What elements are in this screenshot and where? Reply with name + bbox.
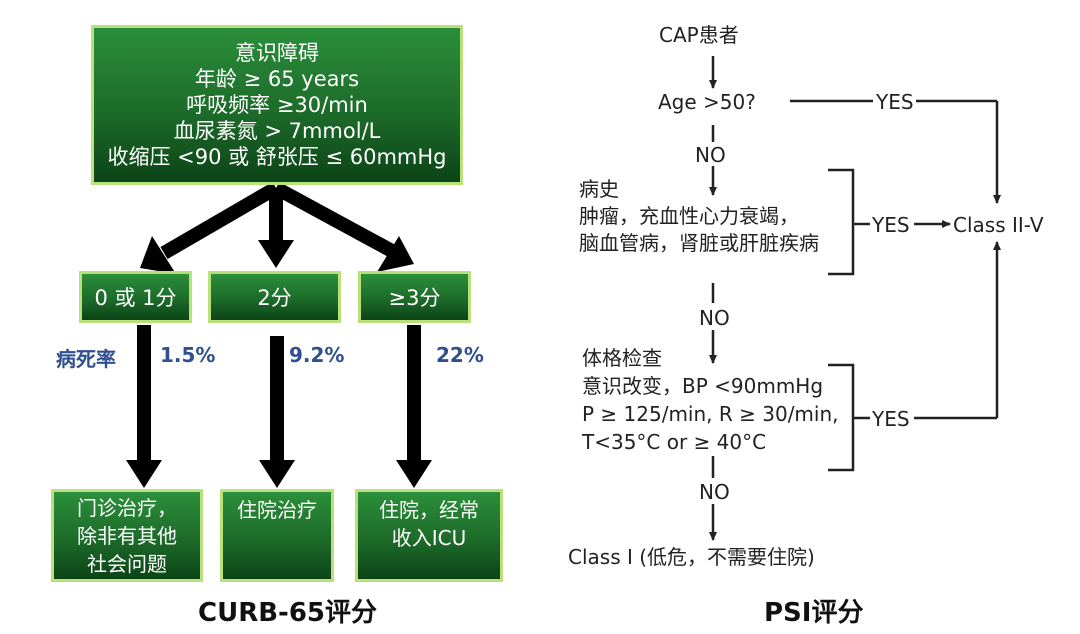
- score-label: 2分: [257, 286, 292, 310]
- psi-yes-history: YES: [872, 213, 910, 237]
- mortality-label: 病死率: [56, 347, 116, 371]
- psi-exam-line: P ≥ 125/min, R ≥ 30/min,: [582, 402, 839, 426]
- psi-yes-age: YES: [876, 90, 914, 114]
- action-line: 社会问题: [87, 551, 167, 576]
- action-line: 除非有其他: [77, 523, 177, 548]
- action-line: 住院，经常: [379, 498, 479, 522]
- curb-title: CURB-65评分: [198, 598, 378, 628]
- psi-history-line: 肿瘤，充血性心力衰竭，: [579, 204, 799, 228]
- curb-split-arrows: [140, 181, 414, 274]
- curb-criteria-box: 意识障碍 年龄 ≥ 65 years 呼吸频率 ≥30/min 血尿素氮 > 7…: [91, 25, 463, 185]
- criteria-line: 血尿素氮 > 7mmol/L: [173, 119, 381, 143]
- psi-exam-line: 意识改变，BP <90mmHg: [582, 374, 824, 398]
- psi-class-low: Class I (低危，不需要住院): [568, 545, 815, 569]
- psi-no-exam: NO: [699, 480, 730, 504]
- criteria-line: 意识障碍: [235, 41, 319, 65]
- criteria-line: 呼吸频率 ≥30/min: [186, 93, 368, 117]
- psi-history-line: 脑血管病，肾脏或肝脏疾病: [579, 231, 819, 255]
- mortality-rate-high: 22%: [436, 343, 484, 367]
- curb-down-arrows: [126, 325, 432, 488]
- score-label: ≥3分: [388, 286, 441, 310]
- psi-no-history: NO: [699, 306, 730, 330]
- score-label: 0 或 1分: [94, 286, 177, 310]
- psi-age-question: Age >50?: [658, 90, 756, 114]
- psi-title: PSI评分: [764, 598, 864, 628]
- action-line: 住院治疗: [237, 498, 317, 522]
- action-box-hospital: 住院治疗: [220, 489, 334, 582]
- psi-exam-line: T<35°C or ≥ 40°C: [582, 430, 767, 454]
- action-box-icu: 住院，经常 收入ICU: [355, 489, 503, 582]
- score-box-0-1: 0 或 1分: [79, 271, 192, 323]
- criteria-line: 收缩压 <90 或 舒张压 ≤ 60mmHg: [107, 145, 447, 169]
- score-box-3plus: ≥3分: [358, 271, 471, 323]
- action-line: 收入ICU: [391, 526, 467, 550]
- mortality-rate-mid: 9.2%: [289, 343, 345, 367]
- psi-no-age: NO: [695, 143, 726, 167]
- psi-yes-exam: YES: [872, 407, 910, 431]
- criteria-line: 年龄 ≥ 65 years: [194, 67, 360, 91]
- action-box-outpatient: 门诊治疗， 除非有其他 社会问题: [51, 489, 203, 582]
- psi-lines: [709, 56, 1001, 541]
- mortality-rate-low: 1.5%: [160, 343, 216, 367]
- score-box-2: 2分: [208, 271, 341, 323]
- psi-start: CAP患者: [659, 23, 739, 47]
- action-line: 门诊治疗，: [77, 495, 177, 520]
- psi-history-title: 病史: [579, 177, 619, 201]
- psi-exam-title: 体格检查: [582, 346, 662, 370]
- psi-class-high: Class II-V: [953, 213, 1044, 237]
